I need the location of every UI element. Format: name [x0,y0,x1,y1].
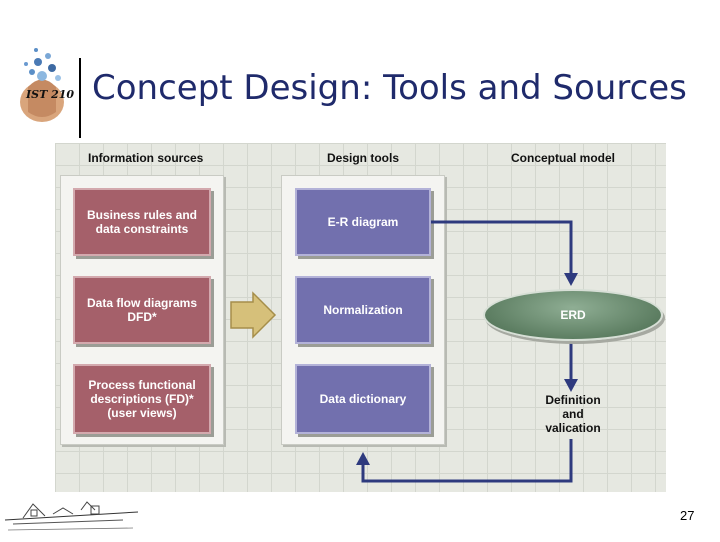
er-to-erd-line [431,220,573,275]
erd-ellipse: ERD [483,289,663,341]
flow-arrows [230,220,578,483]
footer-sketch-image [3,490,143,538]
source-process-functional-descriptions: Process functional descriptions (FD)* (u… [73,364,211,434]
tool-data-dictionary: Data dictionary [295,364,431,434]
tool-normalization: Normalization [295,276,431,344]
page-title: Concept Design: Tools and Sources [92,68,687,108]
definition-to-dictionary-line [361,439,573,483]
source-data-flow-diagrams: Data flow diagrams DFD* [73,276,211,344]
ist210-logo: IST 210 [8,42,78,126]
tool-er-diagram: E-R diagram [295,188,431,256]
logo-text: IST 210 [25,88,74,101]
big-right-arrow [230,291,277,339]
er-to-erd-arrowhead [564,273,578,286]
header-information-sources: Information sources [88,151,204,165]
erd-to-definition-arrowhead [564,379,578,392]
page-number: 27 [680,508,695,523]
concept-design-diagram: Information sources Design tools Concept… [55,143,666,492]
title-divider [79,58,81,138]
definition-to-dictionary-arrowhead [356,452,370,465]
header-design-tools: Design tools [327,151,400,165]
definition-and-validation: Definition and valication [545,393,601,435]
header-conceptual-model: Conceptual model [511,151,616,165]
source-business-rules: Business rules and data constraints [73,188,211,256]
